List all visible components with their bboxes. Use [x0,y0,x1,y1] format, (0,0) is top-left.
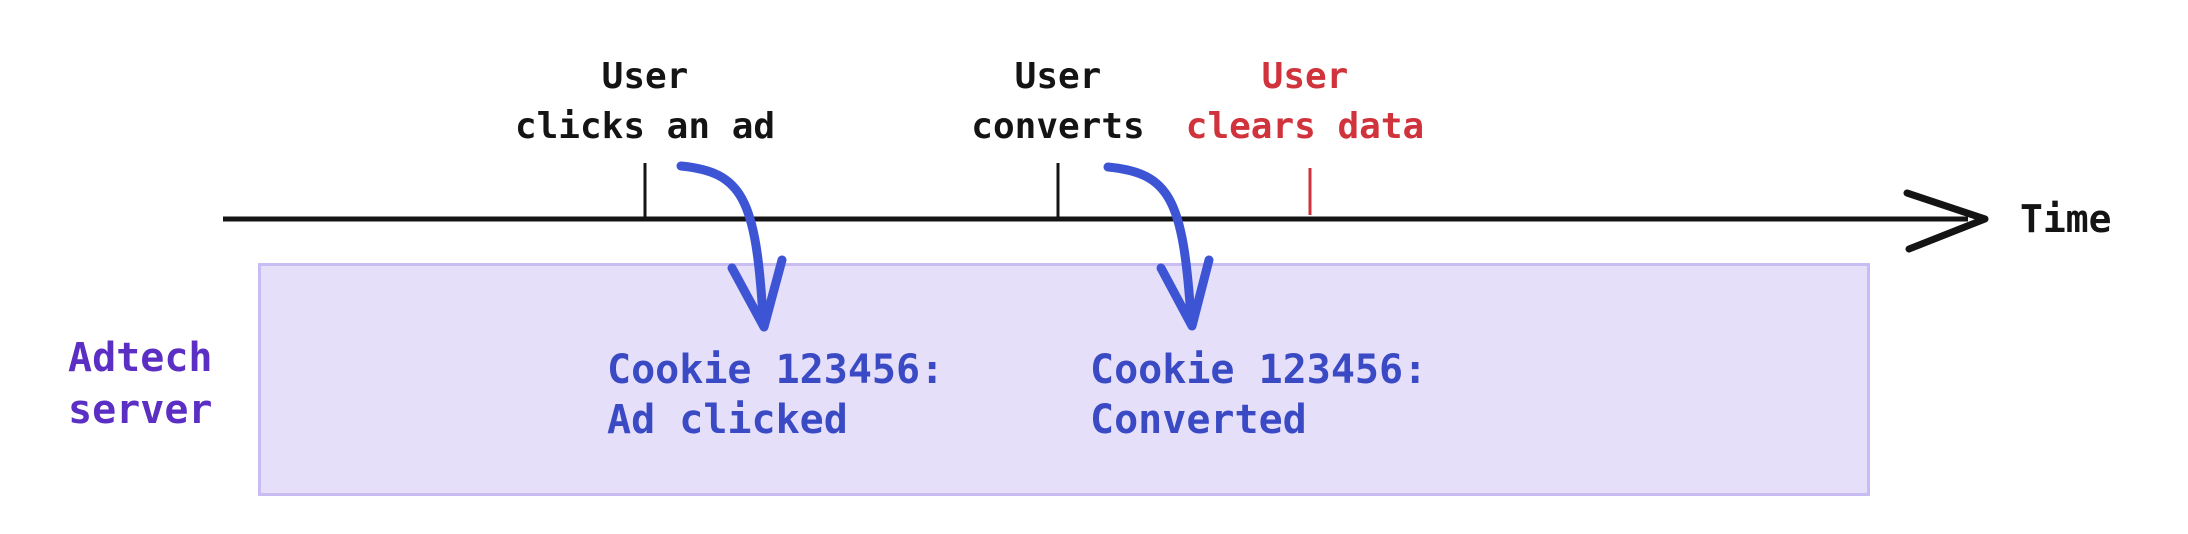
event-label-line: User [1261,56,1349,97]
time-axis-label: Time [2020,197,2112,241]
cookie-record-converted: Cookie 123456: Converted [1090,345,1427,445]
event-label-line: converts [971,106,1145,147]
event-label-clear-data: User clears data [1186,52,1424,152]
event-label-line: User [1014,56,1102,97]
adtech-server-box [258,263,1870,496]
cookie-record-ad-clicked: Cookie 123456: Ad clicked [607,345,944,445]
adtech-server-label: Adtech server [68,332,213,436]
event-label-line: clears data [1185,106,1425,147]
cookie-record-line: Cookie 123456: [1090,347,1428,393]
cookie-record-line: Converted [1090,397,1307,443]
event-label-line: clicks an ad [514,106,776,147]
event-label-convert: User converts [971,52,1144,152]
cookie-record-line: Cookie 123456: [607,347,945,393]
event-label-line: User [601,56,689,97]
server-label-line: server [68,387,213,433]
cookie-record-line: Ad clicked [607,397,848,443]
server-label-line: Adtech [68,335,213,381]
event-label-ad-click: User clicks an ad [515,52,775,152]
timeline-arrowhead-icon [1903,189,1989,253]
